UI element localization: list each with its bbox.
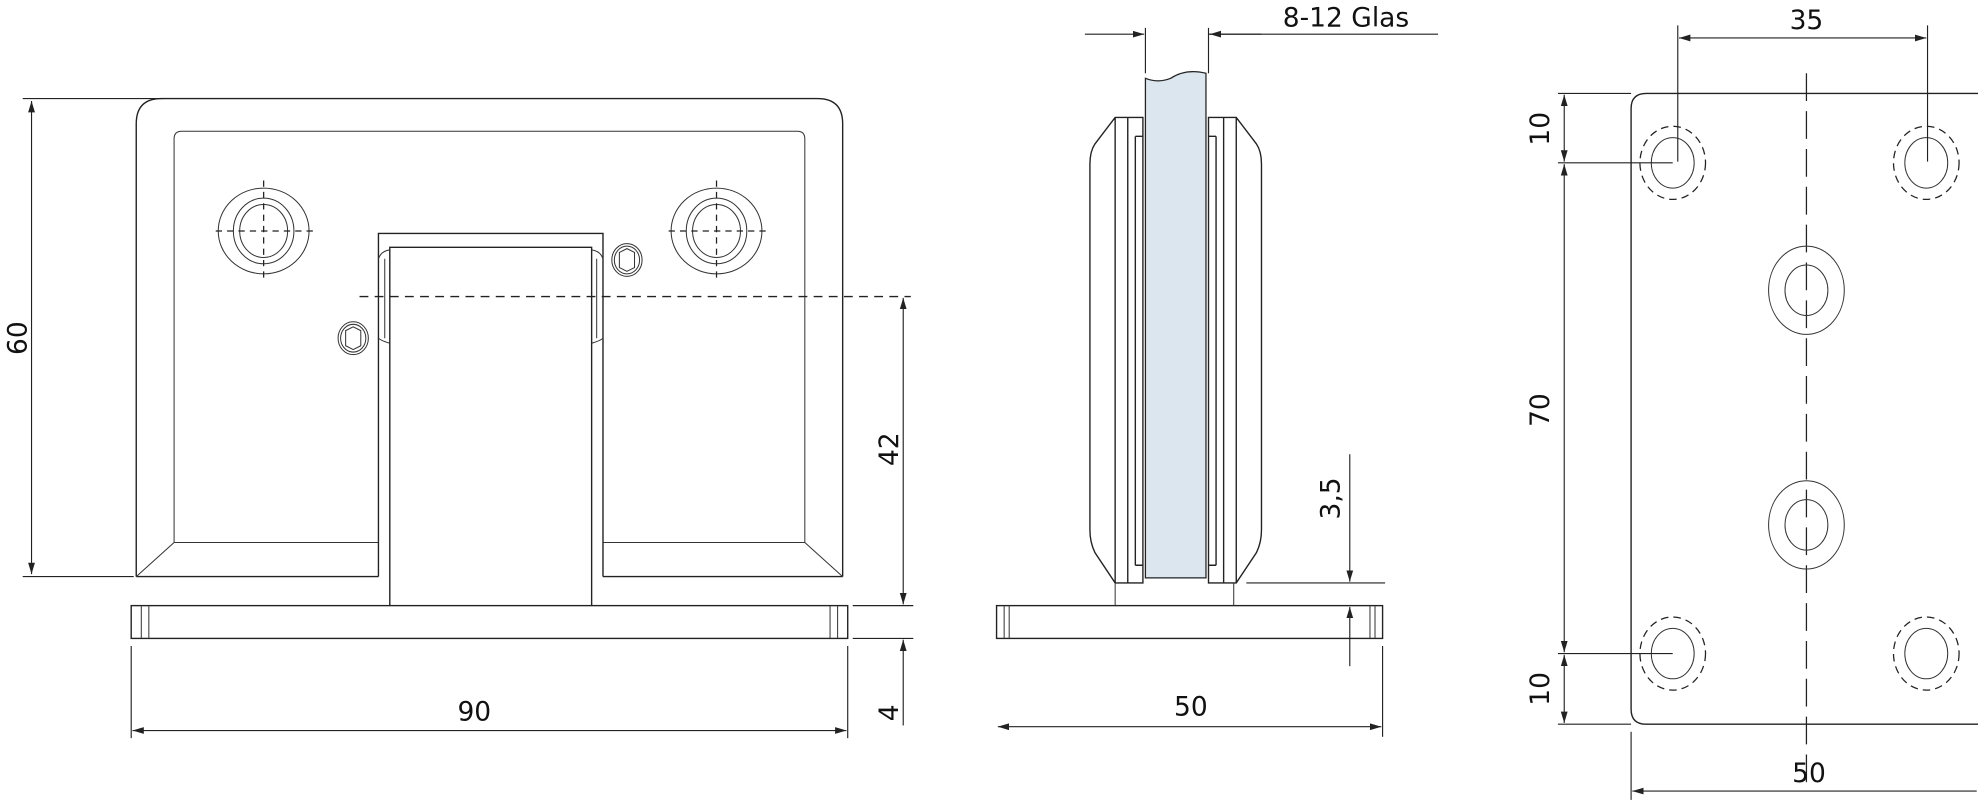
dimension-label: 10 [1525, 112, 1556, 146]
dimension-base-thickness: 4 [874, 639, 907, 726]
hinge-stem-inner [389, 246, 593, 606]
dimension-label: 10 [1525, 672, 1556, 706]
front-plate-outline [135, 97, 844, 578]
dimension-base-width: 50 [1630, 731, 1977, 800]
dimension-width: 90 [130, 645, 849, 739]
clamp-left [1089, 116, 1144, 584]
side-view: 8-12 Glas 3,5 50 [995, 3, 1439, 737]
dimension-label: 50 [1792, 758, 1826, 789]
clamp-right [1207, 116, 1263, 584]
dimension-gap: 3,5 [1246, 454, 1386, 667]
front-plate-recess [135, 130, 844, 577]
dimension-axis-height: 42 [852, 297, 914, 639]
countersunk-hole [1892, 616, 1960, 691]
through-hole [1768, 245, 1845, 335]
dimension-side-width: 50 [997, 645, 1384, 737]
front-view: 60 42 4 90 [2, 97, 914, 739]
base-plate-outline [1630, 92, 1978, 725]
base-top-view: 35 10 70 10 50 [1525, 5, 1978, 800]
side-stem [1114, 582, 1235, 606]
dimension-height: 60 [2, 97, 164, 578]
side-base-plate [995, 604, 1384, 640]
dimension-glass-thickness: 8-12 Glas [1084, 3, 1439, 74]
through-hole [1768, 480, 1845, 570]
dimension-label: 4 [874, 704, 905, 721]
dimension-label: 35 [1790, 5, 1824, 36]
dimension-label: 8-12 Glas [1283, 3, 1409, 34]
dimension-hole-spacing-x: 35 [1677, 5, 1929, 162]
dimension-label: 60 [2, 321, 33, 355]
hex-screw-icon [611, 243, 643, 277]
dimension-label: 70 [1525, 393, 1556, 427]
mounting-hole-left [215, 180, 313, 281]
front-base-plate [130, 604, 849, 640]
dimension-vertical-chain: 10 70 10 [1525, 92, 1673, 725]
stem-notches [377, 249, 604, 344]
countersunk-hole [1892, 125, 1960, 201]
mounting-hole-right [668, 180, 766, 281]
glass-panel [1144, 70, 1207, 579]
dimension-label: 42 [874, 432, 905, 466]
hinge-stem-outer [377, 232, 604, 577]
dimension-label: 3,5 [1316, 477, 1347, 519]
hex-screw-icon [337, 321, 369, 356]
dimension-label: 50 [1174, 691, 1208, 722]
dimension-label: 90 [457, 696, 491, 727]
